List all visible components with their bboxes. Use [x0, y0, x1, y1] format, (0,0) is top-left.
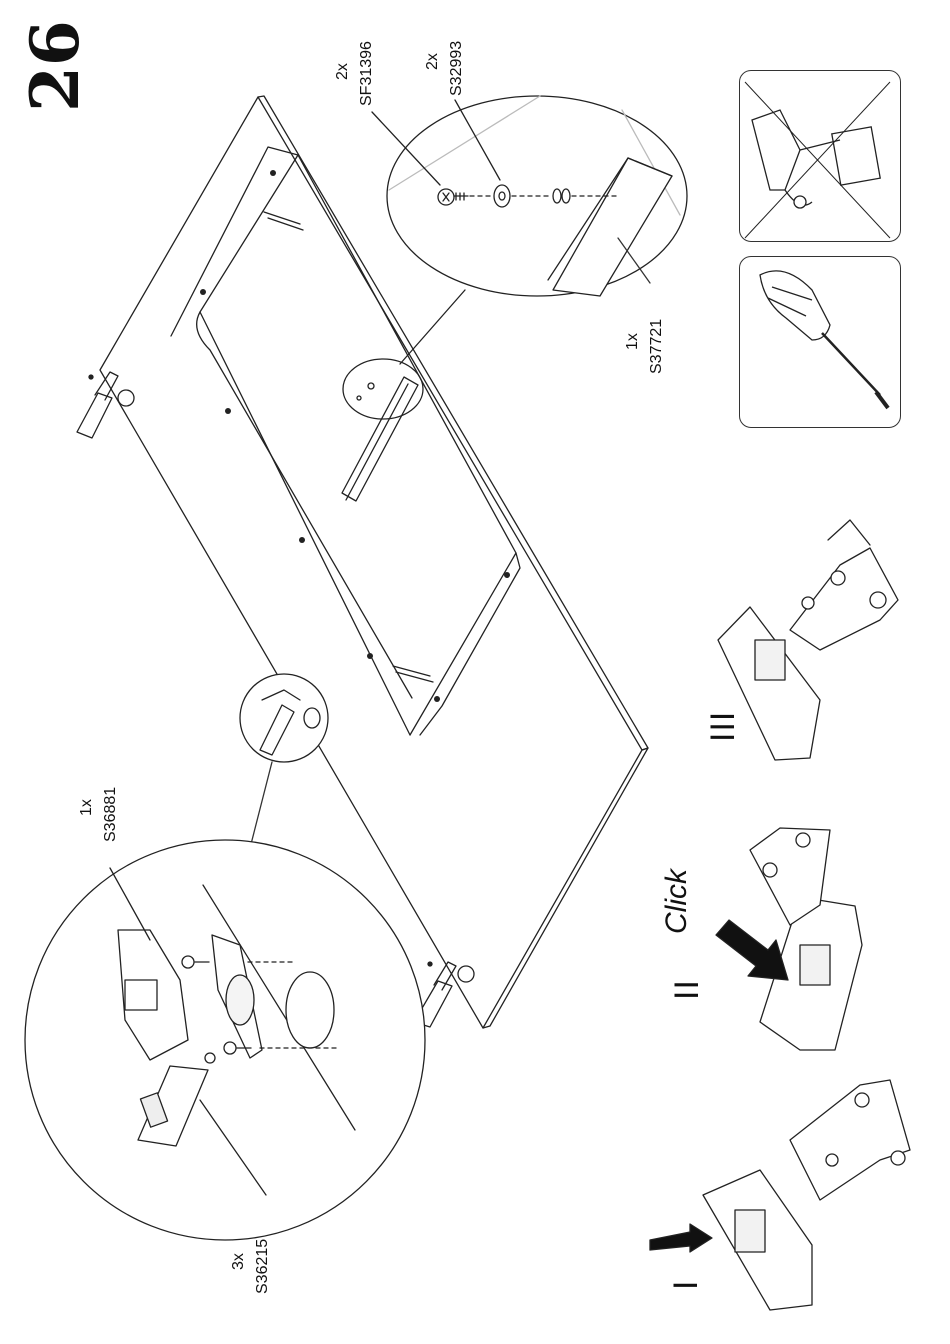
hinge-screws-qty: 3x [230, 1253, 248, 1270]
hinge-step-1-label: I [667, 1280, 706, 1290]
drill-overlay [745, 82, 890, 238]
screw-qty: 2x [334, 63, 352, 80]
hinge-step-2-label: II [668, 979, 707, 1000]
hinge-base-code: S36881 [102, 787, 120, 842]
cap-qty: 2x [424, 53, 442, 70]
screwdriver-overlay [760, 271, 888, 408]
hinge-base-qty: 1x [78, 799, 96, 816]
screw-code: SF31396 [358, 41, 376, 106]
hinge-step-3-label: III [704, 711, 743, 742]
cap-code: S32993 [448, 41, 466, 96]
strip-code: S37721 [648, 319, 666, 374]
click-text: Click [660, 869, 694, 934]
hinge-screws-code: S36215 [254, 1239, 272, 1294]
strip-qty: 1x [624, 333, 642, 350]
